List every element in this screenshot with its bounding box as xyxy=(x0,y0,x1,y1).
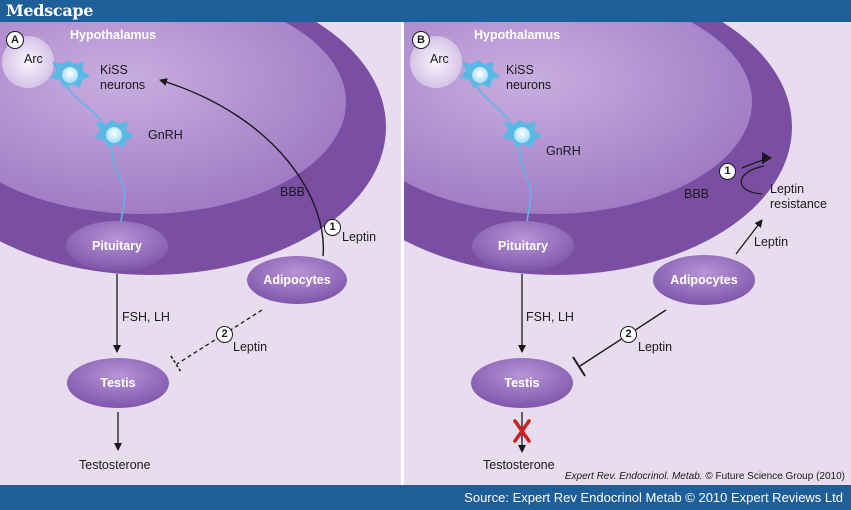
blocked-x-icon xyxy=(513,419,531,443)
arc-label: Arc xyxy=(430,52,449,66)
marker-2: 2 xyxy=(620,326,637,343)
footer-bar: Source: Expert Rev Endocrinol Metab © 20… xyxy=(0,485,851,510)
panel-b: B Hypothalamus Arc KiSS neurons GnRH BBB… xyxy=(404,22,851,485)
bbb-label: BBB xyxy=(280,185,306,199)
hypothalamus-label: Hypothalamus xyxy=(70,28,157,42)
adipocytes-label: Adipocytes xyxy=(670,273,738,287)
adipocytes-cell[interactable] xyxy=(653,255,755,305)
adipocytes-cell[interactable] xyxy=(247,256,347,304)
arc-label: Arc xyxy=(24,52,43,66)
arc-nucleus xyxy=(410,36,462,88)
credit-rest: © Future Science Group (2010) xyxy=(705,471,845,482)
hypothalamus-label: Hypothalamus xyxy=(474,28,561,42)
leptin-label-1: Leptin xyxy=(754,235,789,249)
gnrh-label: GnRH xyxy=(148,128,183,142)
panel-a: A Hypothalamus Arc KiSS neurons GnRH BBB… xyxy=(0,22,401,485)
figure-credit: Expert Rev. Endocrinol. Metab. © Future … xyxy=(565,471,845,482)
leptin-label-2: Leptin xyxy=(233,340,268,354)
inhibition-bar xyxy=(572,356,586,377)
resistance-curve-head xyxy=(762,152,772,164)
testosterone-label: Testosterone xyxy=(483,458,555,472)
panel-b-graphic xyxy=(404,22,792,453)
adipocytes-to-resistance-arrow xyxy=(735,219,763,255)
gnrh-neuron-nucleus xyxy=(106,127,122,143)
pituitary-label: Pituitary xyxy=(497,239,548,253)
marker-1: 1 xyxy=(719,163,736,180)
pituitary-gland[interactable] xyxy=(472,221,574,271)
header-bar: Medscape xyxy=(0,0,851,22)
gnrh-neuron-nucleus xyxy=(514,127,530,143)
leptin-label-1: Leptin xyxy=(342,230,377,244)
fsh-lh-label: FSH, LH xyxy=(122,310,170,324)
pituitary-gland[interactable] xyxy=(66,221,168,271)
brain-inner-shape xyxy=(0,22,346,214)
testis-label: Testis xyxy=(504,376,540,390)
neurons-label: neurons xyxy=(506,78,552,92)
pituitary-label: Pituitary xyxy=(91,239,142,253)
leptin-resistance-label-1: Leptin xyxy=(770,182,805,196)
credit-journal: Expert Rev. Endocrinol. Metab. xyxy=(564,471,703,482)
gnrh-label: GnRH xyxy=(546,144,581,158)
testis-label: Testis xyxy=(100,376,136,390)
kiss-label: KiSS xyxy=(100,63,128,77)
testis-organ[interactable] xyxy=(471,358,573,408)
adipocytes-to-testis-bar xyxy=(170,355,182,373)
adipocytes-label: Adipocytes xyxy=(263,273,331,287)
kiss-neuron-nucleus xyxy=(472,67,488,83)
leptin-label-2: Leptin xyxy=(638,340,673,354)
kiss-label: KiSS xyxy=(506,63,534,77)
kiss-gnrh-axon xyxy=(65,81,105,127)
kiss-gnrh-axon xyxy=(475,81,513,127)
arc-nucleus xyxy=(2,36,54,88)
neurons-label: neurons xyxy=(100,78,146,92)
marker-2: 2 xyxy=(216,326,233,343)
leptin-to-kiss-arrow xyxy=(159,78,325,257)
panel-a-graphic xyxy=(0,22,386,451)
brand-logo[interactable]: Medscape xyxy=(6,1,94,20)
kiss-neuron-nucleus xyxy=(62,67,78,83)
source-text: Source: Expert Rev Endocrinol Metab © 20… xyxy=(464,490,843,505)
panel-b-letter: B xyxy=(412,31,430,49)
fsh-lh-label: FSH, LH xyxy=(526,310,574,324)
bbb-label: BBB xyxy=(684,187,710,201)
testis-organ[interactable] xyxy=(67,358,169,408)
testosterone-label: Testosterone xyxy=(79,458,151,472)
leptin-resistance-label-2: resistance xyxy=(770,197,827,211)
panel-a-letter: A xyxy=(6,31,24,49)
marker-1: 1 xyxy=(324,219,341,236)
